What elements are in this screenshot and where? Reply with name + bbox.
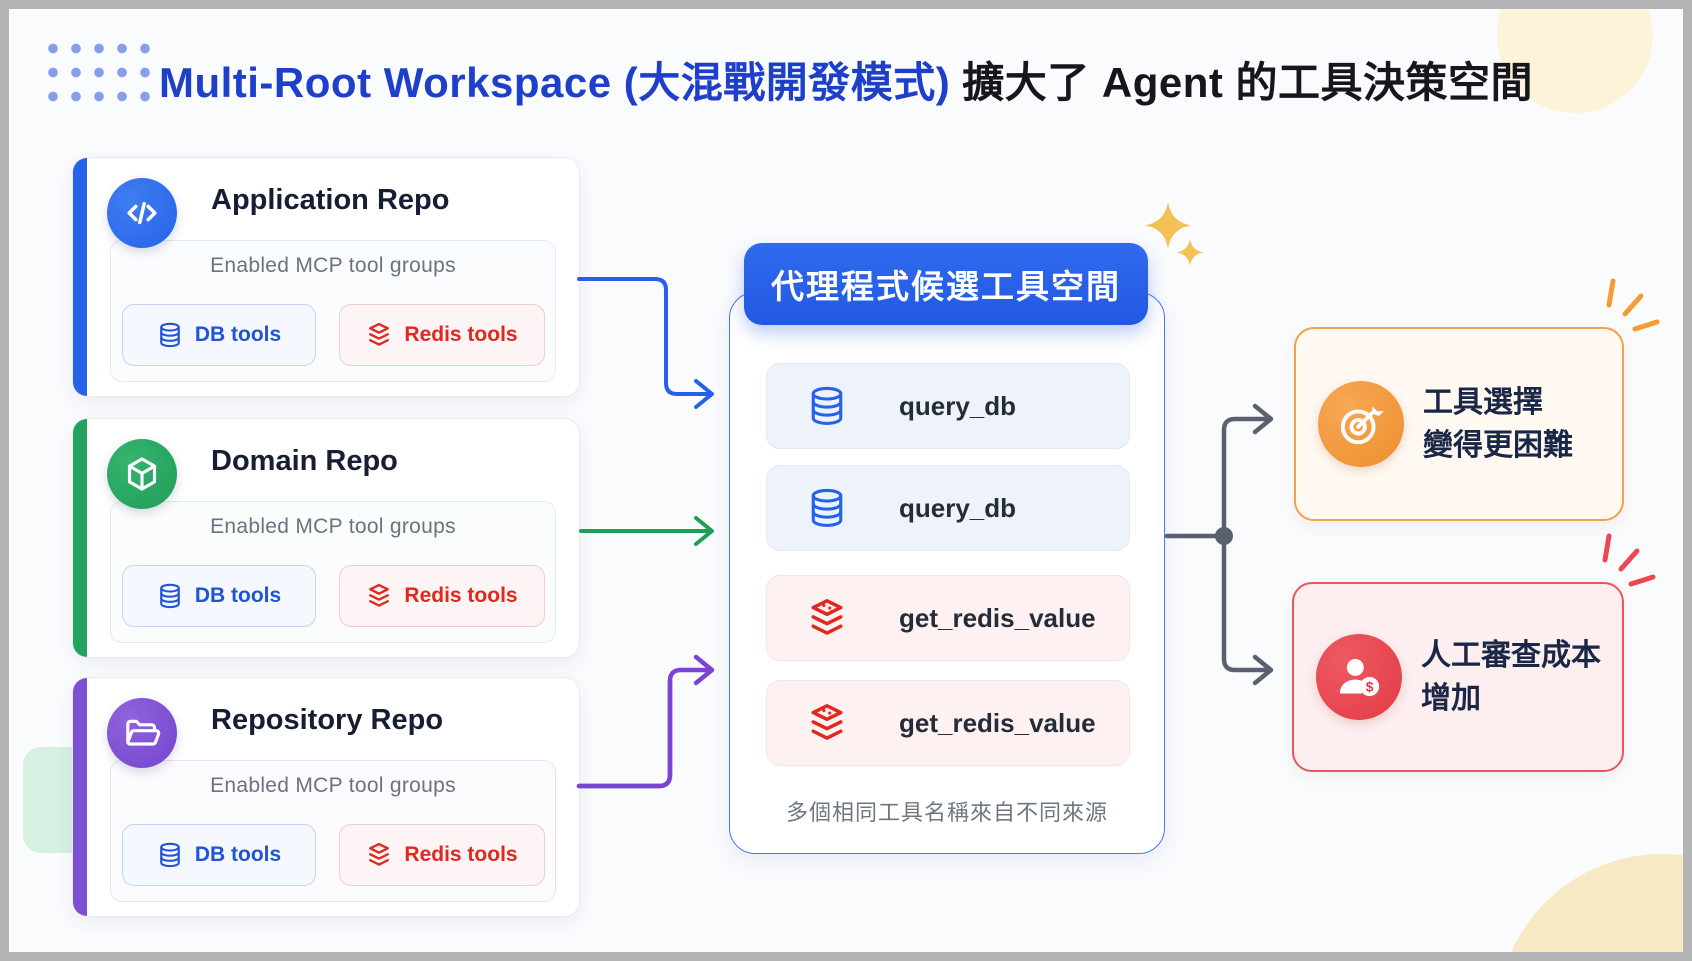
svg-text:$: $ [1366, 678, 1374, 694]
tool-name: query_db [899, 492, 1017, 523]
redis-layers-icon [369, 322, 390, 346]
redis-layers-icon [369, 842, 390, 866]
connector-candidate-to-outcomes [1164, 403, 1274, 686]
outcome-line: 人工審查成本 [1421, 639, 1601, 672]
dots-pattern [42, 36, 156, 109]
emphasis-marks-orange [1606, 278, 1660, 332]
candidate-tool-get-redis-value: get_redis_value [766, 680, 1130, 766]
title-rest: 擴大了 Agent 的工具決策空間 [962, 59, 1534, 106]
title-highlight: Multi-Root Workspace (大混戰開發模式) [158, 59, 951, 106]
page-title: Multi-Root Workspace (大混戰開發模式)擴大了 Agent … [9, 49, 1683, 110]
outcome-text: 工具選擇 變得更困難 [1423, 381, 1573, 467]
repo-subtitle: Enabled MCP tool groups [210, 774, 456, 797]
repo-subtitle: Enabled MCP tool groups [210, 515, 456, 538]
arrow-application-to-candidate [577, 277, 714, 409]
application-repo-card: Application Repo Enabled MCP tool groups… [72, 157, 580, 397]
candidate-tool-query-db: query_db [766, 363, 1130, 449]
db-tools-label: DB tools [194, 323, 282, 346]
code-icon [107, 178, 177, 248]
tool-name: get_redis_value [899, 602, 1096, 633]
redis-tools-button: Redis tools [338, 824, 545, 886]
sparkle-icon [1144, 202, 1204, 266]
mcp-tool-groups-panel: Enabled MCP tool groups DB tools [110, 760, 556, 902]
db-tools-button: DB tools [121, 304, 316, 366]
mcp-tool-groups-panel: Enabled MCP tool groups DB tools [110, 240, 556, 382]
accent-stripe [73, 678, 87, 916]
emphasis-marks-red [1602, 533, 1656, 587]
database-icon [160, 842, 180, 868]
database-icon [811, 488, 843, 527]
candidate-space-caption: 多個相同工具名稱來自不同來源 [785, 800, 1108, 825]
outcome-line: 增加 [1421, 682, 1481, 715]
decor-blob-bottom-right [1497, 854, 1683, 952]
database-icon [160, 322, 180, 348]
db-tools-button: DB tools [121, 565, 316, 627]
candidate-tool-space-header: 代理程式候選工具空間 [744, 243, 1148, 325]
outcome-text: 人工審查成本 增加 [1421, 634, 1601, 720]
mcp-tool-groups-panel: Enabled MCP tool groups DB tools [110, 501, 556, 643]
redis-layers-icon [369, 583, 390, 607]
database-icon [811, 386, 843, 425]
arrow-repository-to-candidate [576, 654, 715, 789]
repo-title: Application Repo [211, 184, 450, 216]
target-icon [1318, 381, 1404, 467]
arrow-domain-to-candidate [579, 516, 714, 546]
repo-subtitle: Enabled MCP tool groups [210, 254, 456, 277]
domain-repo-card: Domain Repo Enabled MCP tool groups DB t… [72, 418, 580, 658]
tool-name: get_redis_value [899, 707, 1096, 738]
redis-tools-label: Redis tools [404, 843, 518, 866]
person-dollar-icon: $ [1316, 634, 1402, 720]
redis-tools-button: Redis tools [338, 565, 545, 627]
outcome-line: 變得更困難 [1423, 429, 1573, 462]
repo-title: Domain Repo [211, 445, 398, 477]
redis-layers-icon [811, 704, 843, 740]
redis-tools-label: Redis tools [404, 323, 518, 346]
db-tools-label: DB tools [194, 584, 282, 607]
db-tools-label: DB tools [194, 843, 282, 866]
candidate-tool-get-redis-value: get_redis_value [766, 575, 1130, 661]
accent-stripe [73, 419, 87, 657]
folder-open-icon [107, 698, 177, 768]
repo-title: Repository Repo [211, 704, 444, 736]
repository-repo-card: Repository Repo Enabled MCP tool groups … [72, 677, 580, 917]
cube-icon [107, 439, 177, 509]
manual-review-cost-card: $ 人工審查成本 增加 [1292, 582, 1624, 772]
candidate-tool-space-panel: 代理程式候選工具空間 query_db query_db [729, 243, 1165, 854]
tool-name: query_db [899, 390, 1017, 421]
candidate-tool-query-db: query_db [766, 465, 1130, 551]
db-tools-button: DB tools [121, 824, 316, 886]
tool-selection-outcome-card: 工具選擇 變得更困難 [1294, 327, 1624, 521]
redis-tools-button: Redis tools [338, 304, 545, 366]
redis-layers-icon [811, 599, 843, 635]
redis-tools-label: Redis tools [404, 584, 518, 607]
database-icon [160, 583, 180, 609]
accent-stripe [73, 158, 87, 396]
outcome-line: 工具選擇 [1423, 386, 1543, 419]
